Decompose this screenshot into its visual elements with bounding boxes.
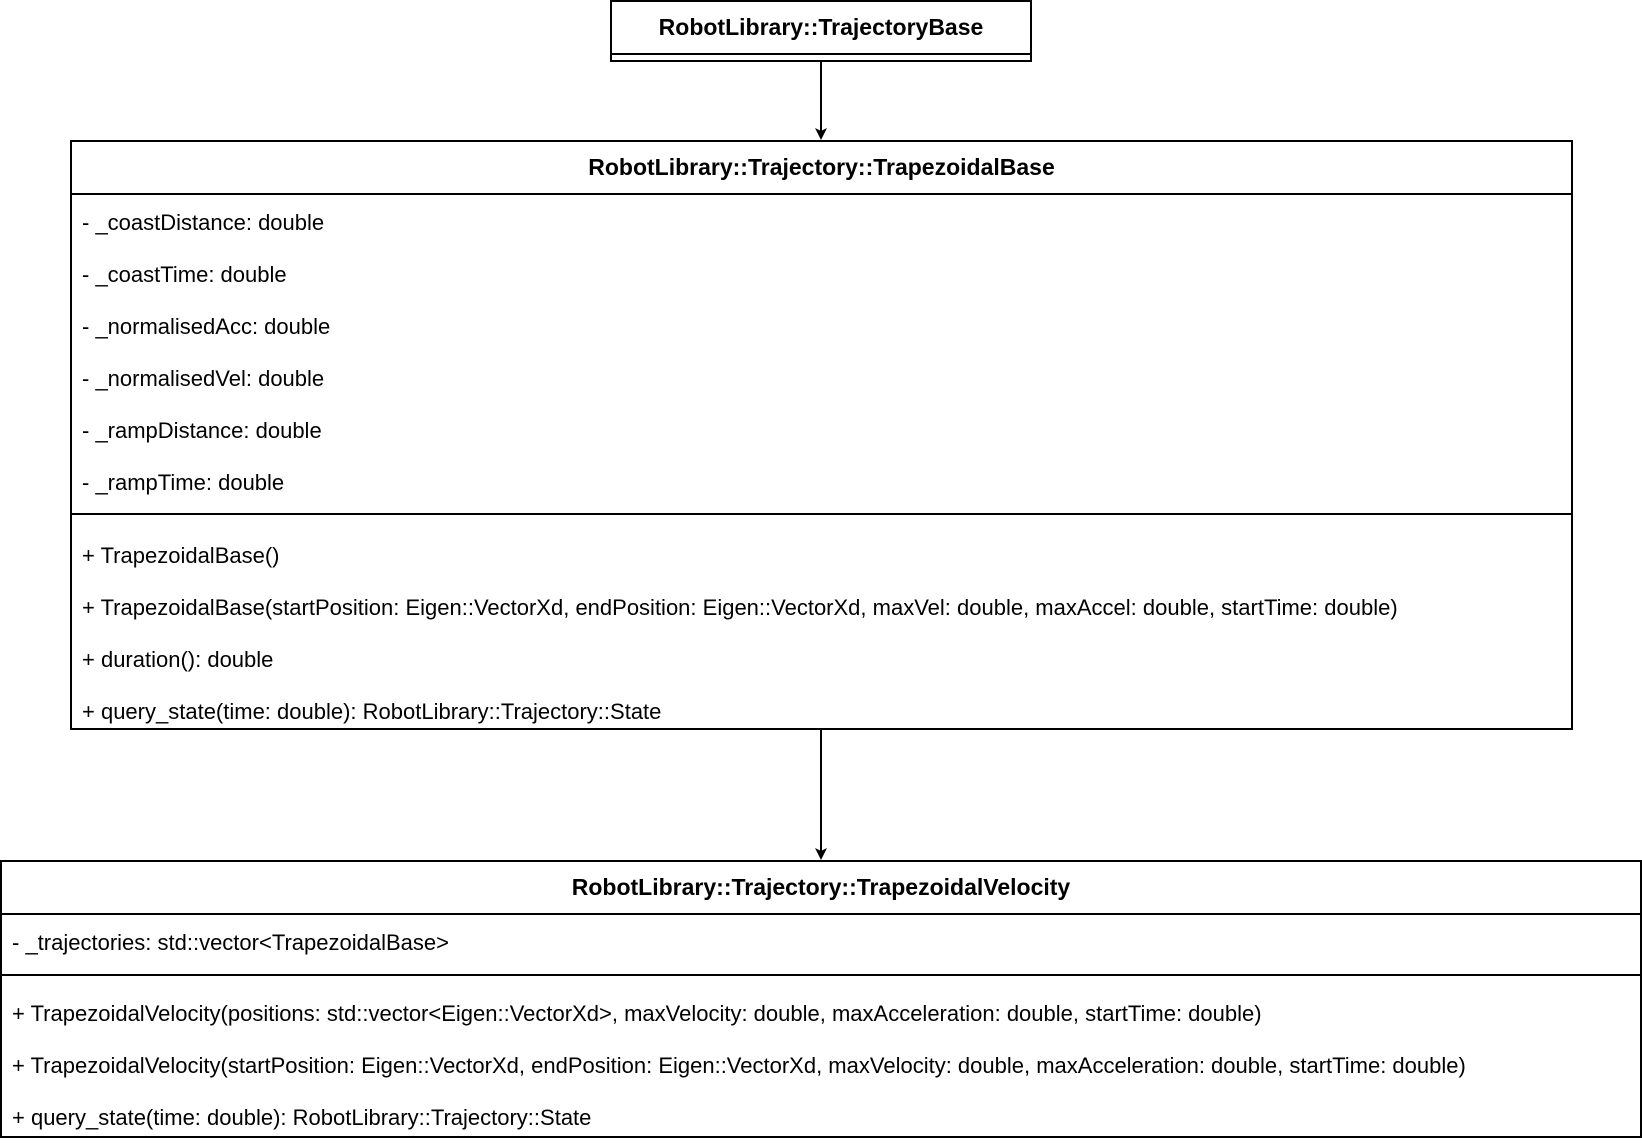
methods-section: + TrapezoidalVelocity(positions: std::ve… bbox=[2, 976, 1640, 1144]
class-name: RobotLibrary::TrajectoryBase bbox=[612, 2, 1030, 55]
method-item: + TrapezoidalBase(startPosition: Eigen::… bbox=[82, 595, 1398, 620]
class-trapezoidal-velocity[interactable]: RobotLibrary::Trajectory::TrapezoidalVel… bbox=[0, 860, 1642, 1138]
method-item: + duration(): double bbox=[82, 647, 274, 672]
attribute-item: - _rampDistance: double bbox=[82, 418, 322, 443]
method-item: + TrapezoidalVelocity(positions: std::ve… bbox=[12, 1001, 1262, 1026]
attribute-item: - _coastTime: double bbox=[82, 262, 287, 287]
attribute-item: - _normalisedAcc: double bbox=[82, 314, 331, 339]
method-item: + TrapezoidalVelocity(startPosition: Eig… bbox=[12, 1053, 1466, 1078]
class-trapezoidal-base[interactable]: RobotLibrary::Trajectory::TrapezoidalBas… bbox=[70, 140, 1573, 730]
class-trajectory-base[interactable]: RobotLibrary::TrajectoryBase bbox=[610, 0, 1032, 62]
attribute-item: - _normalisedVel: double bbox=[82, 366, 325, 391]
attributes-section: - _coastDistance: double - _coastTime: d… bbox=[72, 195, 1571, 515]
attributes-section: - _trajectories: std::vector<Trapezoidal… bbox=[2, 915, 1640, 976]
method-item: + query_state(time: double): RobotLibrar… bbox=[12, 1105, 592, 1130]
methods-section: + TrapezoidalBase() + TrapezoidalBase(st… bbox=[72, 515, 1571, 738]
class-name: RobotLibrary::Trajectory::TrapezoidalVel… bbox=[2, 862, 1640, 915]
class-name: RobotLibrary::Trajectory::TrapezoidalBas… bbox=[72, 142, 1571, 195]
attribute-item: - _rampTime: double bbox=[82, 470, 285, 495]
attribute-item: - _trajectories: std::vector<Trapezoidal… bbox=[12, 930, 449, 955]
method-item: + query_state(time: double): RobotLibrar… bbox=[82, 699, 662, 724]
attribute-item: - _coastDistance: double bbox=[82, 210, 325, 235]
method-item: + TrapezoidalBase() bbox=[82, 543, 280, 568]
